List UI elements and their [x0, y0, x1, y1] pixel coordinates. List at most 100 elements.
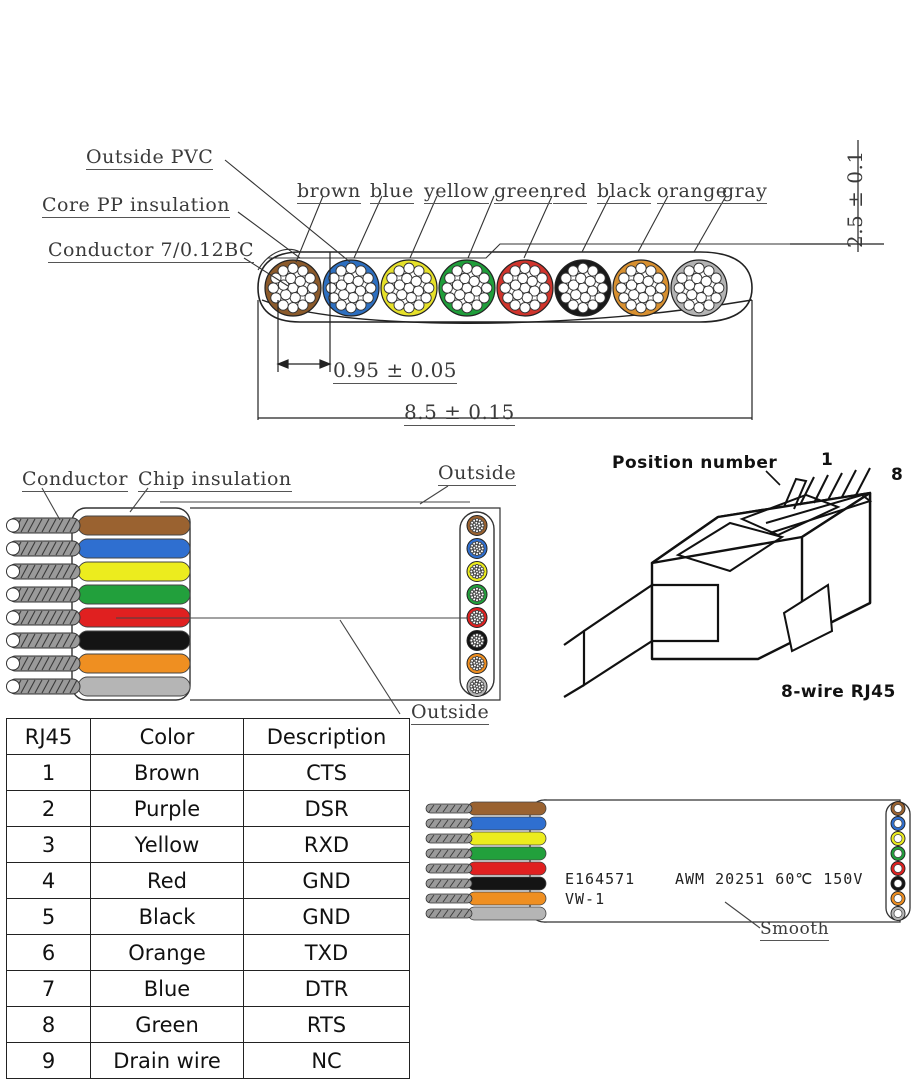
cross-section-diagram	[224, 140, 884, 420]
rj45-caption: 8-wire RJ45	[781, 682, 896, 702]
cable-wire-6	[6, 653, 191, 674]
table-color-cell: Drain wire	[90, 1042, 244, 1079]
dimension-width: 8.5 ± 0.15	[404, 400, 515, 426]
printed-cable-wire-2	[425, 831, 547, 846]
table-pin-cell: 1	[6, 754, 91, 791]
cross-section-wire-brown	[264, 259, 322, 317]
wire-label-orange: orange	[657, 180, 728, 204]
table-description-cell: TXD	[243, 934, 410, 971]
label-outside-bottom: Outside	[411, 701, 490, 725]
table-description-cell: RXD	[243, 826, 410, 863]
pitch-dimension	[276, 252, 332, 372]
table-description-cell: CTS	[243, 754, 410, 791]
table-color-cell: Orange	[90, 934, 244, 971]
rj45-pin-8-label: 8	[891, 465, 904, 485]
table-header-rj45: RJ45	[6, 718, 91, 755]
printed-cable-end-dot-4	[890, 861, 906, 876]
jacket-outline	[257, 251, 753, 323]
cable-end-dot-0	[466, 515, 488, 536]
callout-core-pp-insulation: Core PP insulation	[42, 194, 231, 218]
cross-section-wire-black	[554, 259, 612, 317]
cable-end-dot-6	[466, 653, 488, 674]
cable-end-dot-1	[466, 538, 488, 559]
table-color-cell: Blue	[90, 970, 244, 1007]
table-color-cell: Black	[90, 898, 244, 935]
dimension-thickness: 2.5 ± 0.1	[843, 150, 867, 248]
printed-cable-wire-5	[425, 876, 547, 891]
cable-marking-rating: AWM 20251 60℃ 150V	[675, 870, 864, 888]
table-color-cell: Purple	[90, 790, 244, 827]
table-pin-cell: 2	[6, 790, 91, 827]
callout-outside-pvc: Outside PVC	[86, 146, 214, 170]
printed-cable-end-dot-1	[890, 816, 906, 831]
wire-label-yellow: yellow	[424, 180, 489, 204]
printed-cable-end-dot-5	[890, 876, 906, 891]
table-description-cell: DSR	[243, 790, 410, 827]
dimension-pitch: 0.95 ± 0.05	[333, 358, 458, 384]
table-color-cell: Red	[90, 862, 244, 899]
label-conductor: Conductor	[22, 468, 128, 492]
table-pin-cell: 8	[6, 1006, 91, 1043]
table-color-cell: Yellow	[90, 826, 244, 863]
wire-label-blue: blue	[370, 180, 414, 204]
rj45-position-number-label: Position number	[612, 453, 778, 473]
printed-cable-wire-7	[425, 906, 547, 921]
printed-cable-wire-4	[425, 861, 547, 876]
cable-wire-0	[6, 515, 191, 536]
table-pin-cell: 4	[6, 862, 91, 899]
cable-wire-5	[6, 630, 191, 651]
wire-label-black: black	[597, 180, 652, 204]
printed-cable-end-dot-0	[890, 801, 906, 816]
wire-label-gray: gray	[722, 180, 768, 204]
printed-cable-end-dot-2	[890, 831, 906, 846]
cross-section-wire-red	[496, 259, 554, 317]
printed-cable-wire-6	[425, 891, 547, 906]
rj45-pin-1-label: 1	[821, 450, 834, 470]
table-header-description: Description	[243, 718, 410, 755]
cable-wire-1	[6, 538, 191, 559]
printed-cable-end-dot-6	[890, 891, 906, 906]
label-outside-top: Outside	[438, 462, 517, 486]
cable-wire-7	[6, 676, 191, 697]
table-header-row: RJ45 Color Description	[6, 718, 410, 755]
table-pin-cell: 5	[6, 898, 91, 935]
printed-cable-wire-1	[425, 816, 547, 831]
cross-section-wire-gray	[670, 259, 728, 317]
table-description-cell: DTR	[243, 970, 410, 1007]
cable-wire-3	[6, 584, 191, 605]
table-description-cell: NC	[243, 1042, 410, 1079]
cable-end-dot-4	[466, 607, 488, 628]
table-description-cell: RTS	[243, 1006, 410, 1043]
cable-wire-2	[6, 561, 191, 582]
table-pin-cell: 6	[6, 934, 91, 971]
callout-conductor-spec: Conductor 7/0.12BC	[48, 239, 255, 263]
printed-cable-wire-0	[425, 801, 547, 816]
printed-cable-end-dot-3	[890, 846, 906, 861]
cable-end-dot-7	[466, 676, 488, 697]
table-description-cell: GND	[243, 862, 410, 899]
cable-marking-code: E164571	[565, 870, 636, 888]
table-color-cell: Brown	[90, 754, 244, 791]
rj45-connector-illustration	[563, 467, 873, 698]
printed-cable-wire-3	[425, 846, 547, 861]
table-description-cell: GND	[243, 898, 410, 935]
label-smooth-surface: Smooth	[760, 919, 830, 941]
wire-label-brown: brown	[297, 180, 361, 204]
cross-section-wire-yellow	[380, 259, 438, 317]
cable-marking-vw1: VW-1	[565, 890, 606, 908]
cable-wire-4	[6, 607, 191, 628]
printed-cable-end-dot-7	[890, 906, 906, 921]
label-chip-insulation: Chip insulation	[138, 468, 292, 492]
wire-label-red: red	[553, 180, 587, 204]
cross-section-wire-orange	[612, 259, 670, 317]
cross-section-wire-green	[438, 259, 496, 317]
